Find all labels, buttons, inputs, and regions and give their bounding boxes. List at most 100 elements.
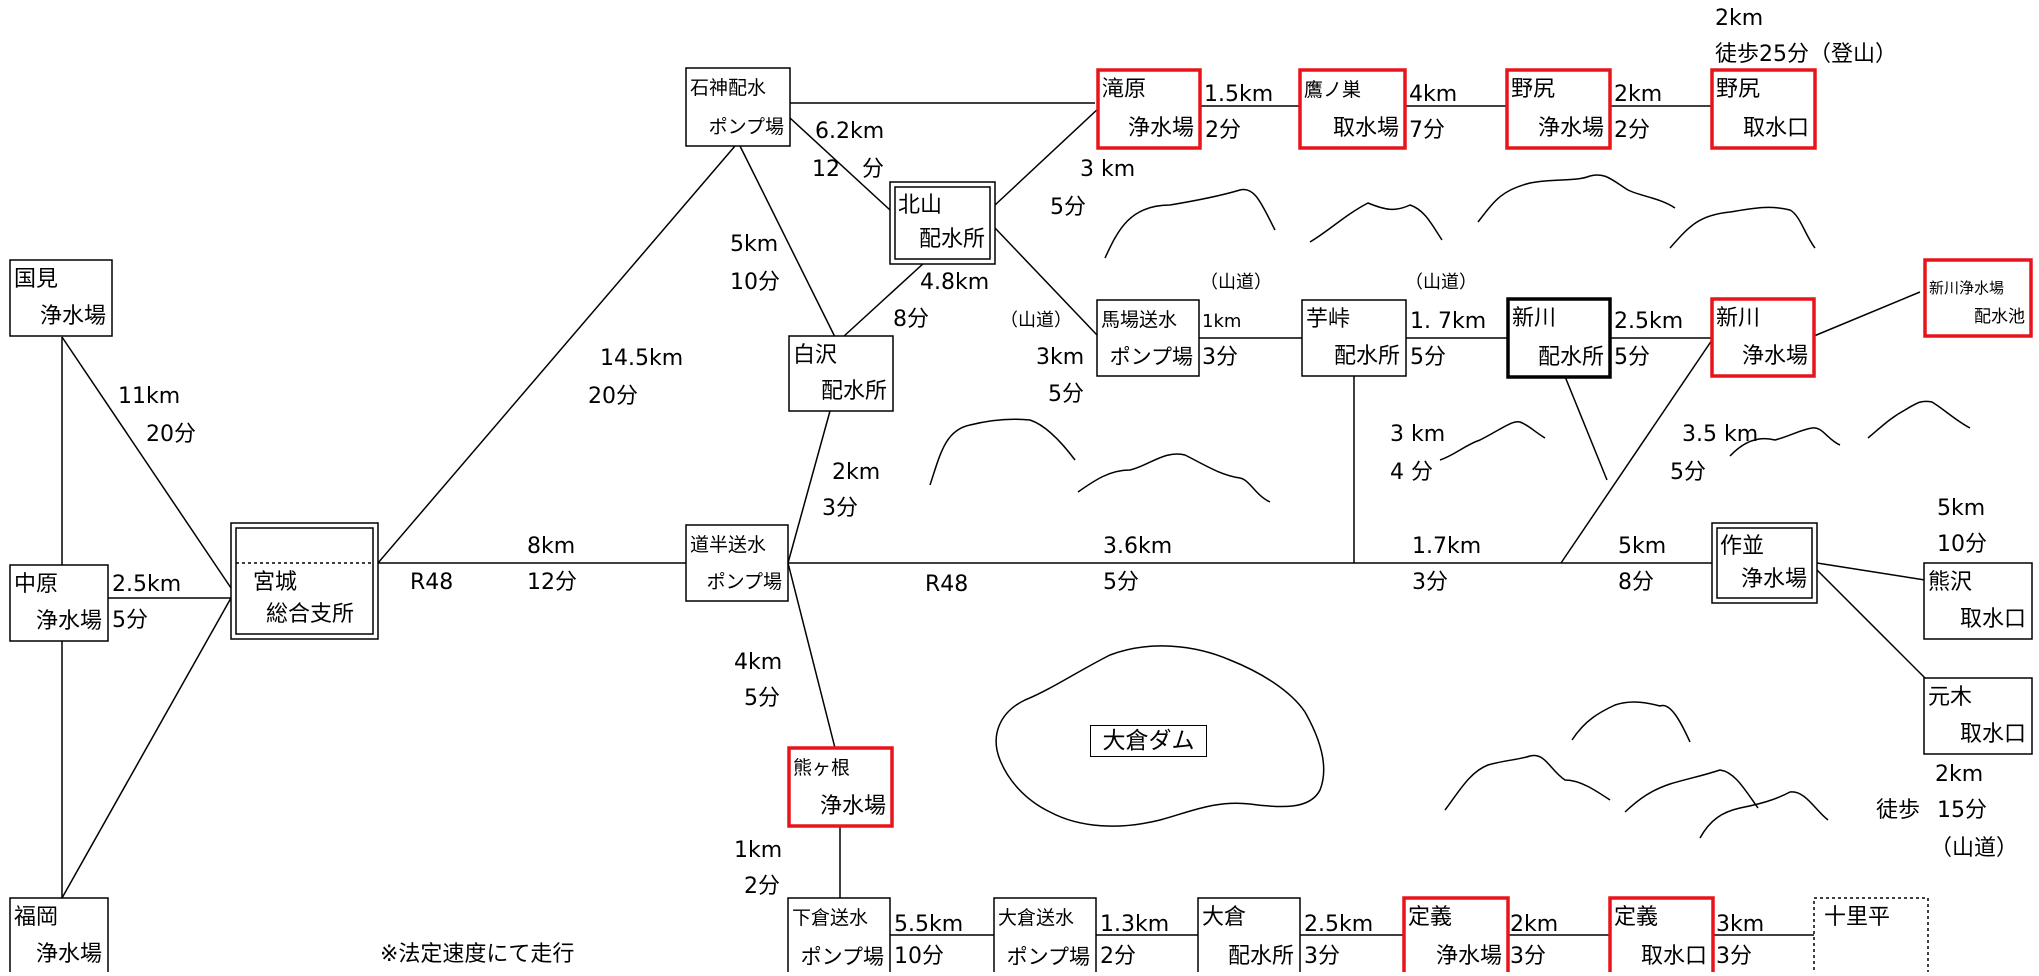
line-kitayama-baba: [994, 227, 1098, 336]
node-okura-pump[interactable]: 大倉送水ポンプ場: [994, 898, 1096, 976]
node-name: 白沢: [793, 343, 838, 368]
node-takihara[interactable]: 滝原浄水場: [1098, 70, 1200, 148]
node-type: ポンプ場: [1109, 345, 1193, 369]
line-kitayama-takihara: [994, 106, 1101, 206]
node-type: 取水口: [1640, 944, 1707, 969]
line-ishigami-shirasawa: [739, 145, 836, 338]
distance-label: 2.5km: [1614, 309, 1684, 334]
distance-label: 1.3km: [1100, 912, 1170, 937]
distance-label: 1km: [734, 838, 783, 863]
box-jogi-jo: [1402, 896, 1510, 972]
node-arakawa-hai[interactable]: 新川配水所: [1508, 299, 1610, 377]
distance-label: 3 km: [1390, 422, 1446, 447]
distance-label: 1. 7km: [1410, 309, 1487, 334]
node-name: 新川浄水場: [1929, 279, 2005, 297]
node-kunimi[interactable]: 国見浄水場: [10, 260, 112, 336]
distance-label: 2km: [1614, 82, 1663, 107]
node-arakawa-ike[interactable]: 新川浄水場配水池: [1925, 260, 2031, 336]
node-name: 十里平: [1824, 905, 1891, 930]
node-shirasawa[interactable]: 白沢配水所: [789, 336, 893, 411]
node-okura-hai[interactable]: 大倉配水所: [1198, 898, 1300, 976]
node-fukuoka[interactable]: 福岡浄水場: [10, 898, 108, 974]
node-arakawa-jo[interactable]: 新川浄水場: [1712, 299, 1814, 376]
node-type: 配水所: [820, 379, 887, 404]
time-label: 2分: [744, 874, 780, 899]
time-label: 20分: [146, 422, 196, 447]
time-label: 2分: [1205, 118, 1241, 143]
line-ishigami-kitayama: [789, 117, 891, 211]
walk-time-label: 徒歩25分（登山）: [1715, 42, 1897, 67]
line-dohan-kumagane: [787, 562, 836, 749]
time-label: 5分: [1103, 570, 1139, 595]
time-label: 20分: [588, 384, 638, 409]
node-motoki[interactable]: 元木取水口: [1924, 678, 2032, 754]
node-miyagi[interactable]: 宮城総合支所: [231, 563, 378, 639]
node-jurihira[interactable]: 十里平: [1814, 898, 1928, 976]
node-dohan[interactable]: 道半送水ポンプ場: [686, 525, 788, 601]
time-label: 8分: [893, 307, 929, 332]
node-name: 作並: [1720, 534, 1765, 559]
node-type: 総合支所: [265, 602, 354, 627]
time-label: 5分: [1048, 382, 1084, 407]
node-jogi-shu[interactable]: 定義取水口: [1610, 898, 1713, 976]
mountain-icon: [929, 174, 1971, 839]
node-kumagane[interactable]: 熊ヶ根浄水場: [789, 748, 892, 826]
node-kitayama[interactable]: 北山配水所: [890, 182, 995, 264]
box-arakawa-ike: [1923, 258, 2033, 338]
distance-label: 3 km: [1080, 157, 1136, 182]
box-nojiri-jo: [1505, 68, 1612, 150]
line-kunimi-miyagi: [61, 336, 232, 589]
node-type: ポンプ場: [1006, 945, 1090, 969]
box-arakawa-jo: [1710, 297, 1816, 378]
distance-label: 2km: [1935, 762, 1984, 787]
time-label: 3分: [1716, 944, 1752, 969]
node-imotoge[interactable]: 芋峠配水所: [1302, 300, 1406, 376]
node-type: ポンプ場: [800, 945, 884, 969]
distance-label: 3.6km: [1103, 534, 1173, 559]
node-name: 芋峠: [1306, 307, 1351, 332]
time-label: 2分: [1614, 118, 1650, 143]
distance-label: 1km: [1202, 311, 1242, 332]
node-baba[interactable]: 馬場送水ポンプ場: [1097, 300, 1199, 376]
time-label: 3分: [1412, 570, 1448, 595]
node-ishigami[interactable]: 石神配水ポンプ場: [686, 68, 790, 146]
node-nojiri-shu[interactable]: 野尻取水口: [1712, 70, 1815, 148]
node-type: ポンプ場: [708, 116, 784, 138]
node-name: 道半送水: [690, 534, 767, 556]
node-name: 石神配水: [690, 77, 767, 99]
node-type: 配水所: [1537, 345, 1604, 370]
node-name: 大倉送水: [998, 907, 1075, 929]
node-shitakura[interactable]: 下倉送水ポンプ場: [788, 898, 890, 976]
node-name: 下倉送水: [792, 907, 869, 929]
box-fukuoka: [9, 897, 109, 972]
node-nojiri-jo[interactable]: 野尻浄水場: [1507, 70, 1610, 148]
distance-label: 3.5 km: [1682, 422, 1759, 447]
node-takanosu[interactable]: 鷹ノ巣取水場: [1300, 70, 1405, 148]
road-label: R48: [410, 570, 454, 595]
box-kumazawa: [1923, 562, 2033, 640]
node-sakunami[interactable]: 作並浄水場: [1712, 523, 1817, 603]
node-kumazawa[interactable]: 熊沢取水口: [1924, 563, 2032, 639]
node-nakahara[interactable]: 中原浄水場: [10, 565, 108, 641]
node-name: 熊沢: [1928, 570, 1973, 595]
distance-label: 5.5km: [894, 912, 964, 937]
distance-label: 4.8km: [920, 270, 990, 295]
node-type: 取水口: [1742, 116, 1809, 141]
node-jogi-jo[interactable]: 定義浄水場: [1404, 898, 1508, 976]
mountain-road-label: （山道）: [1405, 272, 1477, 293]
node-type: 浄水場: [1741, 344, 1808, 369]
node-name: 野尻: [1716, 77, 1761, 102]
time-label: 3分: [1304, 944, 1340, 969]
okura-dam-label: 大倉ダム: [1090, 725, 1207, 757]
line-shirasawa-dohan: [787, 410, 831, 564]
time-label: 3分: [1510, 944, 1546, 969]
distance-label: 8km: [527, 534, 576, 559]
box-nojiri-shu: [1710, 68, 1817, 150]
time-label: 5分: [112, 608, 148, 633]
distance-label: 4km: [734, 650, 783, 675]
box-nakahara: [9, 564, 109, 642]
box-jurihira: [1813, 897, 1929, 972]
time-label: 15分: [1937, 798, 1987, 823]
node-type: 浄水場: [1740, 567, 1807, 592]
